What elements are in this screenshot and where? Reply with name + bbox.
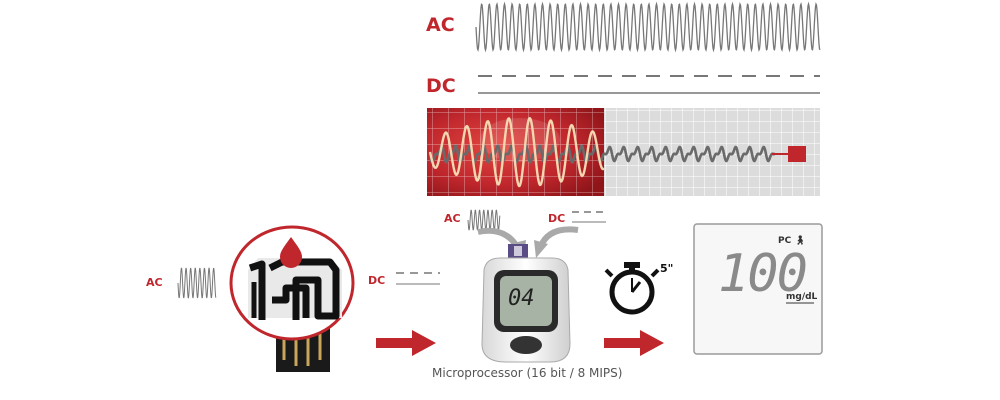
signal-panel: [427, 108, 820, 196]
flow-arrow-1: [376, 330, 436, 356]
strip-electrode-magnifier: [229, 225, 355, 341]
ac-waveform-top: [475, 1, 821, 53]
microprocessor-caption: Microprocessor (16 bit / 8 MIPS): [432, 366, 623, 380]
ac-label-top: AC: [426, 14, 455, 36]
blood-drop-icon: [280, 237, 302, 268]
ac-label-left: AC: [146, 276, 163, 289]
meter-screen-reading: 04: [508, 286, 535, 311]
mixed-signal-waveform: [428, 144, 777, 164]
ac-waveform-small: [467, 209, 501, 231]
glucose-meter: [481, 244, 571, 363]
timer-duration: 5": [660, 262, 674, 275]
ac-waveform-left: [177, 267, 217, 299]
result-value: 100: [718, 244, 808, 304]
result-display: [693, 223, 823, 355]
dc-label-small: DC: [548, 212, 566, 225]
stopwatch-icon: [604, 262, 660, 315]
person-icon: 🚶︎: [794, 236, 806, 246]
ac-signal-waveform: [428, 117, 605, 188]
flow-arrow-2: [604, 330, 664, 356]
ac-label-small: AC: [444, 212, 461, 225]
dc-label-left: DC: [368, 274, 386, 287]
result-unit: mg/dL: [786, 292, 818, 302]
dc-label-top: DC: [426, 75, 456, 97]
pc-indicator: PC 🚶︎: [778, 236, 806, 246]
